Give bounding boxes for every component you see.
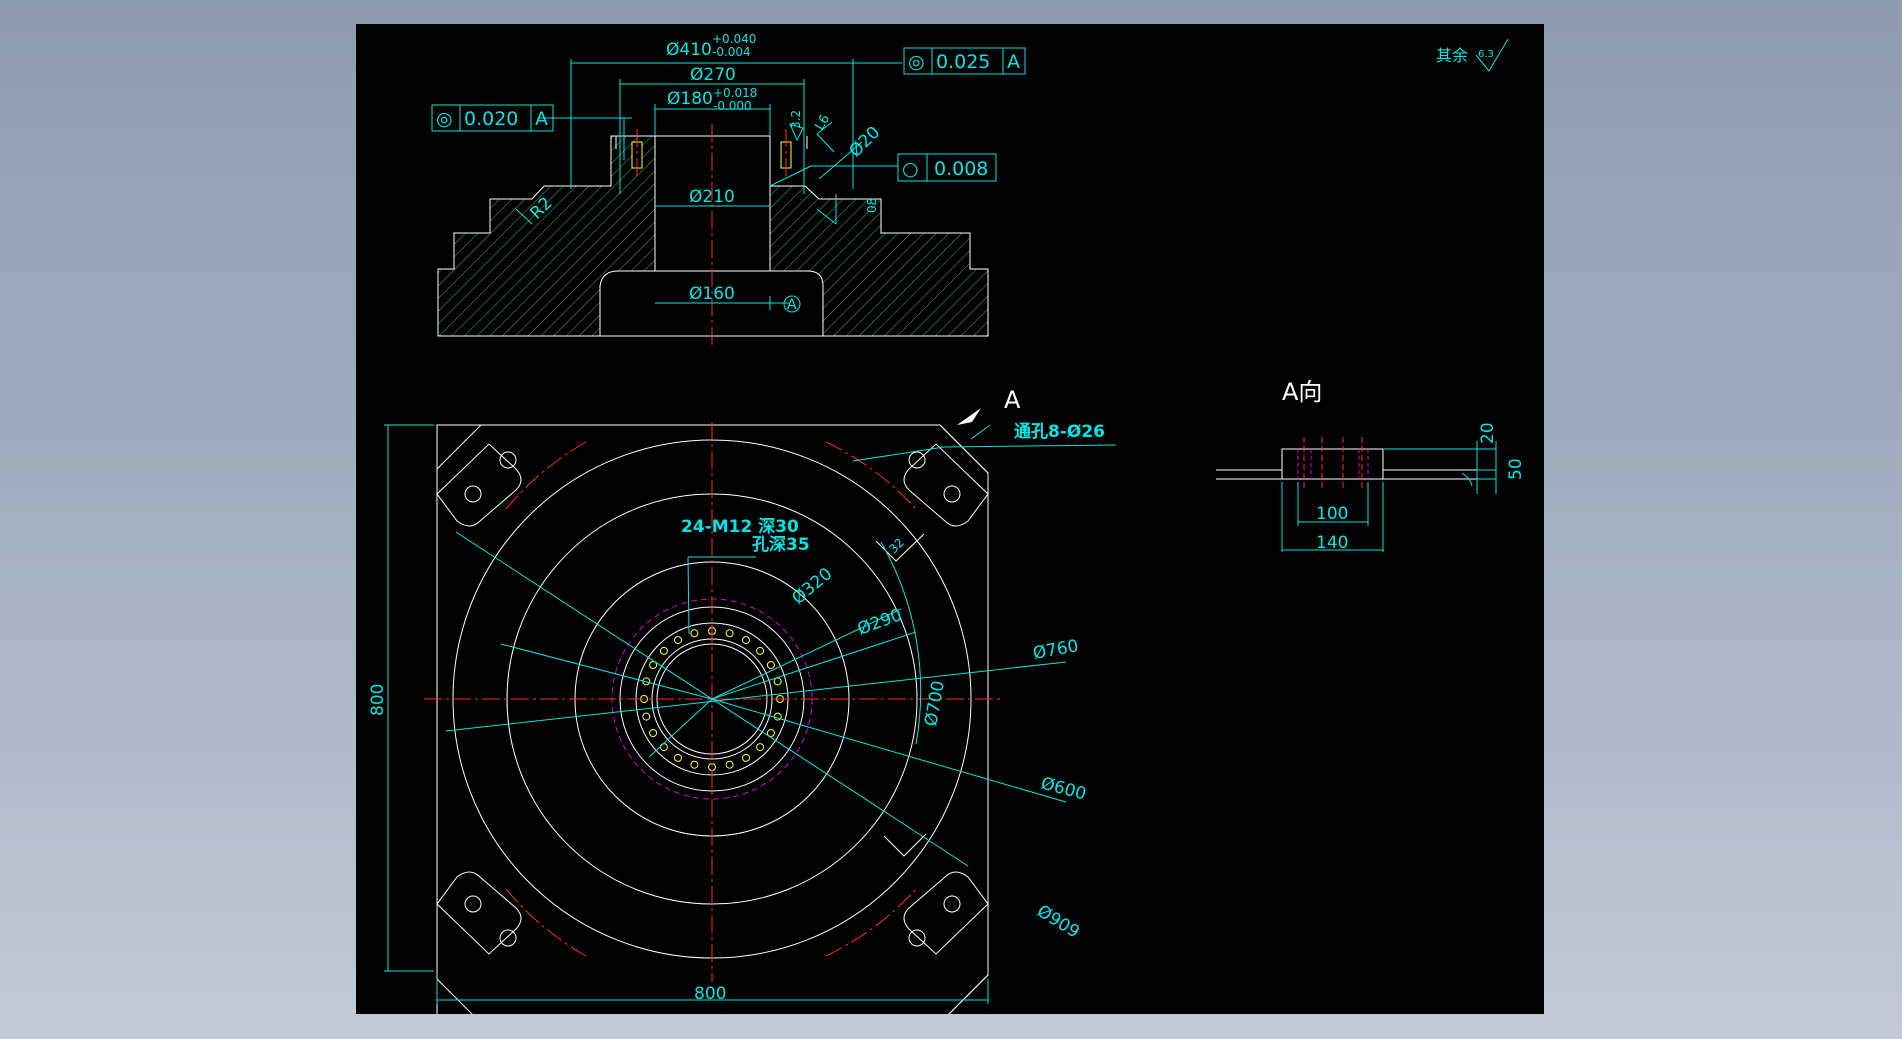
fcf3-symbol: ○ [902,158,919,180]
section-centerlines [636,124,787,349]
bolt-hole [725,760,734,769]
bolt-hole [725,629,734,638]
fcf2-value: 0.020 [464,108,518,130]
corner-hole [943,895,961,913]
bolt-hole [649,661,658,669]
plan-dimension-texts: A 通孔8-Ø26 24-M12 深30 孔深35 Ø320 Ø290 Ø760… [368,386,1105,1004]
corner-hole [464,485,482,503]
corner-hole [499,451,517,469]
section-dimensions [515,59,902,310]
bolt-hole-pattern [640,627,784,771]
dim-dia290: Ø290 [855,605,905,639]
bolt-hole [742,753,750,762]
dim-width800: 800 [694,984,726,1004]
dim-dia760: Ø760 [1031,636,1080,664]
corner-hole [499,929,517,947]
a-view-hidden [1297,449,1369,479]
fcf1-value: 0.025 [936,51,990,73]
bolt-hole [766,729,775,737]
dim-w100: 100 [1316,504,1348,524]
bolt-hole [659,646,668,655]
thread-note-line2: 孔深35 [752,534,810,555]
roughness-note-value: 6.3 [1478,49,1494,60]
fcf-texts: ◎ 0.025 A ◎ 0.020 A ○ 0.008 [436,51,1020,180]
bolt-hole [642,712,651,721]
plan-dimensions [384,424,1117,1004]
dim-dia909: Ø909 [1033,901,1082,942]
dim-height800: 800 [368,684,388,716]
fcf3-value: 0.008 [934,158,988,180]
fcf2-datum: A [535,108,548,130]
datum-a-label: A [787,297,797,313]
dim-dia270: Ø270 [690,65,736,85]
corner-hole [908,929,926,947]
roughness-3-2: 3.2 [789,110,803,129]
bolt-hole [690,629,699,638]
bolt-hole [674,636,682,645]
bolt-hole [659,743,668,752]
corner-hole [943,485,961,503]
corner-holes [464,451,961,947]
bolt-hole [674,753,682,762]
dim-dia160: Ø160 [689,284,735,304]
fcf1-symbol: ◎ [908,51,925,73]
a-view-centerlines [1303,437,1363,489]
bolt-hole [756,743,765,752]
cad-drawing: Ø410 +0.040 -0.004 Ø270 Ø180 +0.018 -0.0… [368,32,1526,1024]
corner-hole [908,451,926,469]
datum-a-circle [783,295,801,313]
dim-dia410: Ø410 [666,40,712,60]
plan-view [436,424,989,1024]
plan-centerlines [424,422,1004,982]
dim-dia180-tol-lower: -0.000 [713,99,752,113]
drawing-sheet[interactable]: Ø410 +0.040 -0.004 Ø270 Ø180 +0.018 -0.0… [356,24,1544,1024]
dim-dia180: Ø180 [667,89,713,109]
thread-note-line1: 24-M12 深30 [681,516,799,537]
section-fcf-boxes [431,47,1026,182]
dim-dia320: Ø320 [788,564,836,609]
bolt-hole [766,661,775,669]
view-arrow-label: A [1004,386,1021,414]
dim-l6: L6 [812,112,833,133]
roughness-note: 其余 6.3 [1436,38,1509,72]
a-view-texts: A向 100 140 20 50 [1282,378,1526,553]
fcf2-symbol: ◎ [436,108,453,130]
dim-dia600: Ø600 [1039,774,1088,805]
dim-dia20: Ø20 [845,123,884,162]
dim-dia410-tol-lower: -0.004 [712,45,751,59]
bolt-hole [690,760,699,769]
bolt-hole [756,646,765,655]
roughness-08: 08 [865,198,879,213]
bolt-hole [773,677,782,686]
dim-w140: 140 [1316,533,1348,553]
dim-dia700: Ø700 [921,679,949,728]
bolt-hole [742,636,750,645]
dim-h50: 50 [1506,458,1526,480]
dim-h20: 20 [1478,422,1498,444]
dim-dia180-tol-upper: +0.018 [713,86,757,100]
dim-dia410-tol-upper: +0.040 [712,32,756,46]
a-view-dimensions [1281,441,1497,552]
dim-dia210: Ø210 [689,187,735,207]
roughness-note-label: 其余 [1436,46,1468,65]
through-holes-note: 通孔8-Ø26 [1014,422,1105,442]
fcf1-datum: A [1007,51,1020,73]
a-view-title: A向 [1282,378,1322,406]
corner-hole [464,895,482,913]
view-a-arrow [957,408,981,425]
bolt-hole [649,729,658,737]
a-view [1216,448,1477,480]
